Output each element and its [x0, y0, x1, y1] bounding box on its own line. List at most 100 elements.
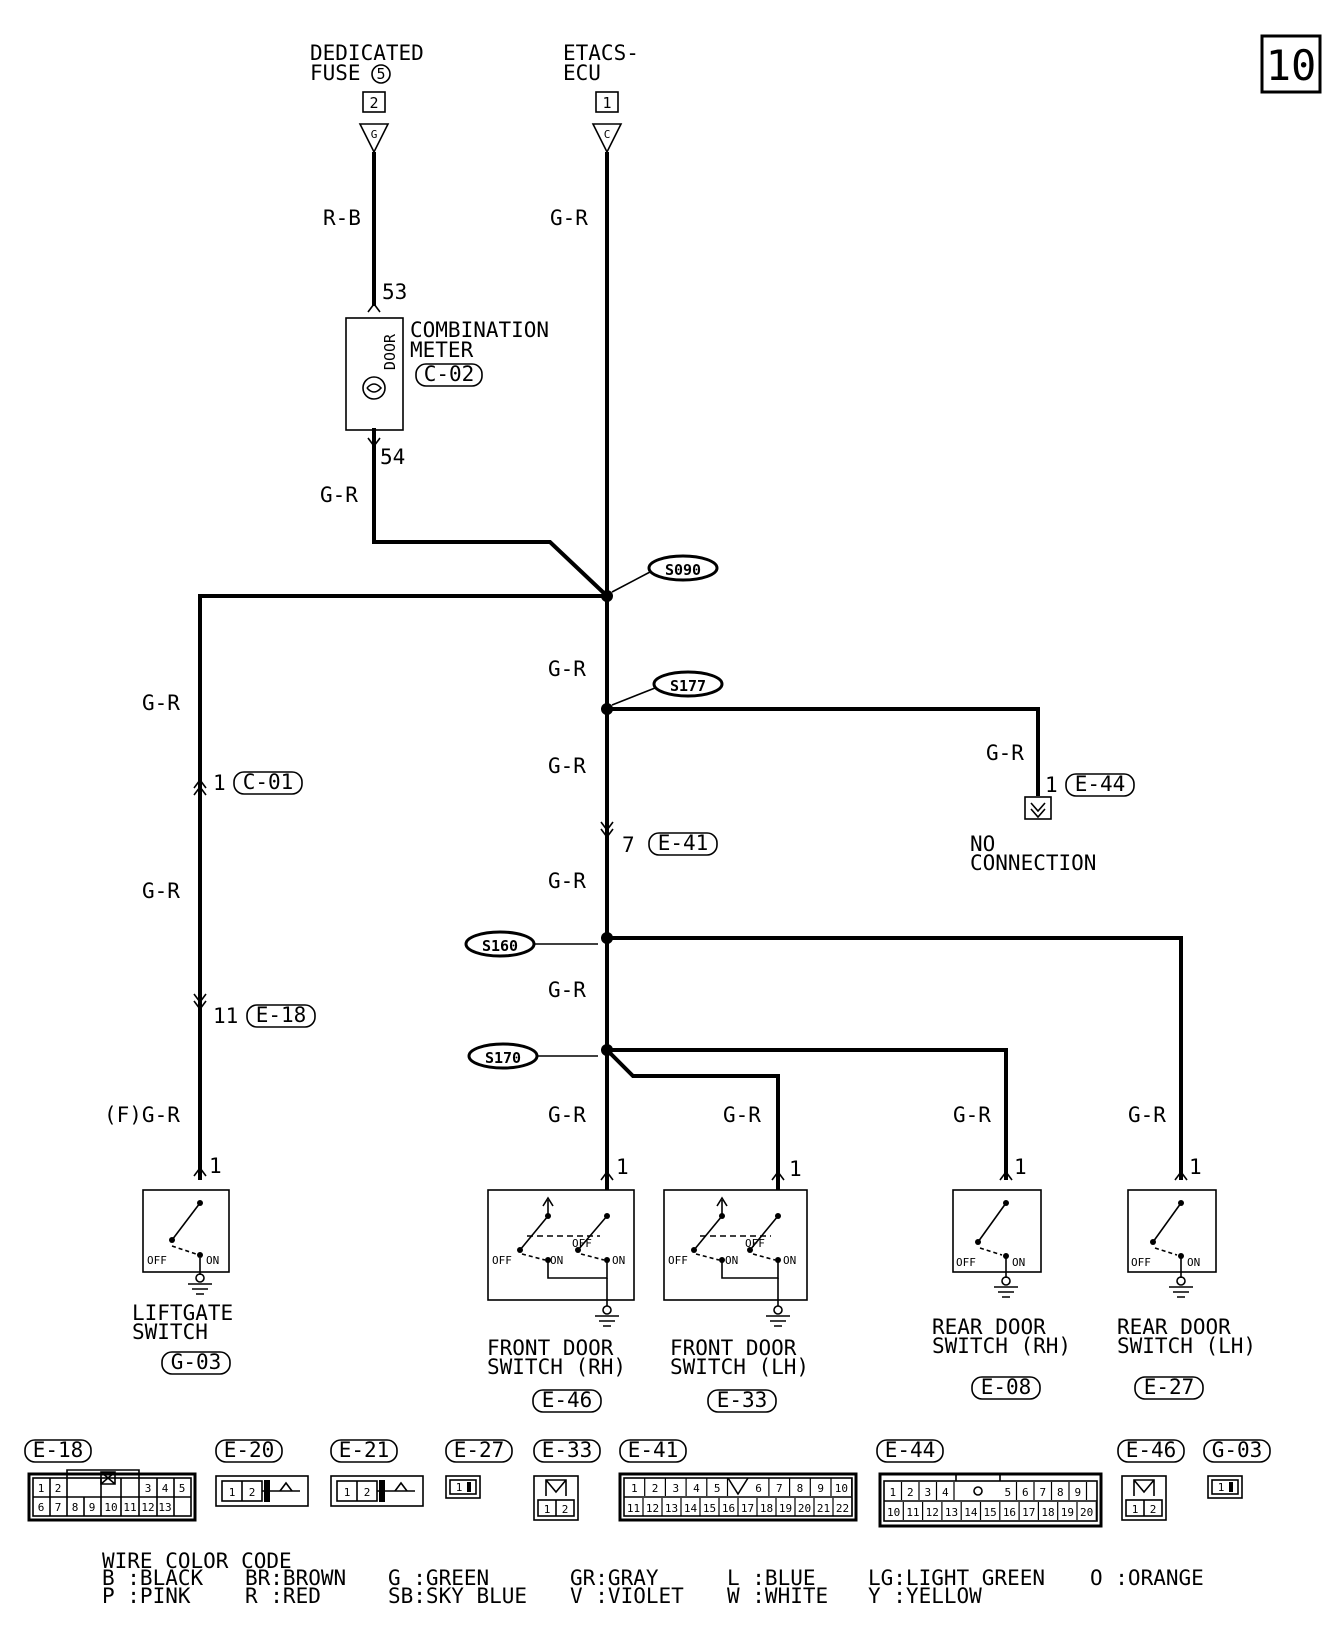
e41-pin-6: 6	[755, 1482, 762, 1495]
rear-lh-pin: 1	[1189, 1155, 1202, 1179]
svg-text:O :ORANGE: O :ORANGE	[1090, 1566, 1204, 1590]
inline-pin-c01: 1	[213, 771, 226, 795]
front-lh-label-line2: SWITCH (LH)	[670, 1355, 809, 1379]
fuse-label-line2: FUSE	[310, 61, 361, 85]
inline-pin-e41: 7	[622, 833, 635, 857]
e41-pin-20: 20	[798, 1502, 811, 1515]
wire-label-rb: R-B	[323, 206, 361, 230]
e44-pin-16: 16	[1003, 1506, 1016, 1519]
inline-connector-oval-e18	[246, 1004, 316, 1028]
splice-dot-s170	[601, 1044, 613, 1056]
e41-pin-14: 14	[684, 1502, 698, 1515]
fuse-pin-triangle	[358, 123, 390, 154]
e41-pin-22: 22	[836, 1502, 849, 1515]
liftgate-off: OFF	[147, 1254, 167, 1267]
inline-connector-e41: E-41	[658, 831, 709, 855]
wire-label-gr-rear-rh: G-R	[953, 1103, 991, 1127]
e20-pin-2: 2	[249, 1486, 256, 1499]
front-lh-on-mid: ON	[725, 1254, 738, 1267]
e44-pin-18: 18	[1041, 1506, 1054, 1519]
inline-connector-mark-e41	[600, 821, 614, 839]
splice-label-s177: S177	[670, 677, 706, 695]
inline-connector-oval-e41	[648, 832, 718, 856]
front-rh-label-line1: FRONT DOOR	[487, 1336, 614, 1360]
e41-pin-10: 10	[835, 1482, 848, 1495]
legend-label-e41: E-41	[628, 1438, 679, 1462]
svg-text:12: 12	[141, 1501, 154, 1514]
g03-pin-1: 1	[1218, 1481, 1225, 1494]
fuse-terminal-number: 2	[369, 94, 378, 112]
e44-pin-8: 8	[1057, 1486, 1064, 1499]
rear-rh-pin: 1	[1014, 1155, 1027, 1179]
e21-pin-2: 2	[364, 1486, 371, 1499]
rear-rh-connector-oval	[971, 1376, 1041, 1400]
e41-pin-8: 8	[797, 1482, 804, 1495]
front-lh-off-mid: OFF	[745, 1237, 765, 1250]
rear-rh-connector: E-08	[981, 1375, 1032, 1399]
meter-label-line1: COMBINATION	[410, 318, 549, 342]
svg-text:5: 5	[179, 1482, 186, 1495]
e46-pin-1: 1	[1132, 1503, 1139, 1516]
e21-pin-1: 1	[344, 1486, 351, 1499]
e41-pin-7: 7	[776, 1482, 783, 1495]
e41-pin-1: 1	[631, 1482, 638, 1495]
liftgate-connector-oval	[161, 1351, 231, 1375]
wire-paths	[198, 152, 1183, 1190]
front-rh-connector: E-46	[542, 1388, 593, 1412]
e44-pin-19: 19	[1061, 1506, 1074, 1519]
meter-connector: C-02	[424, 362, 475, 386]
svg-text:G :GREEN: G :GREEN	[388, 1566, 489, 1590]
fuse-number-circle	[371, 64, 391, 84]
fuse-label-line1: DEDICATED	[310, 41, 424, 65]
front-lh-pin: 1	[789, 1157, 802, 1181]
rear-rh-label-line1: REAR DOOR	[932, 1315, 1046, 1339]
e41-pin-12: 12	[646, 1502, 659, 1515]
e44-connector-face	[878, 1472, 1103, 1528]
svg-text:R :RED: R :RED	[245, 1584, 321, 1608]
splice-tag-s090	[647, 554, 719, 582]
e44-pin-3: 3	[924, 1486, 931, 1499]
e44-pin-6: 6	[1022, 1486, 1029, 1499]
meter-top-terminal-mark	[367, 302, 381, 313]
svg-text:GR:GRAY: GR:GRAY	[570, 1566, 659, 1590]
wire-label-gr-ecu: G-R	[550, 206, 588, 230]
svg-text:11: 11	[123, 1501, 136, 1514]
ecu-pin-triangle	[591, 123, 623, 154]
e44-pin-15: 15	[984, 1506, 997, 1519]
inline-connector-c01: C-01	[243, 770, 294, 794]
page-number-box	[1260, 34, 1322, 94]
front-rh-off-left: OFF	[492, 1254, 512, 1267]
svg-text:W :WHITE: W :WHITE	[727, 1584, 828, 1608]
svg-text:3: 3	[145, 1482, 152, 1495]
e41-pin-3: 3	[672, 1482, 679, 1495]
e41-pin-2: 2	[652, 1482, 659, 1495]
meter-bottom-terminal-mark	[367, 437, 381, 448]
e41-connector-face	[618, 1472, 858, 1522]
e44-pin-1: 1	[889, 1486, 896, 1499]
inline-pin-e18: 11	[213, 1004, 238, 1028]
e33-pin-2: 2	[562, 1503, 569, 1516]
e44-pin-5: 5	[1004, 1486, 1011, 1499]
front-rh-pin: 1	[616, 1155, 629, 1179]
front-rh-connector-oval	[532, 1389, 602, 1413]
svg-text:BR:BROWN: BR:BROWN	[245, 1566, 346, 1590]
front-lh-label-line1: FRONT DOOR	[670, 1336, 797, 1360]
e41-pin-17: 17	[741, 1502, 754, 1515]
svg-text:2: 2	[55, 1482, 62, 1495]
front-lh-on-right: ON	[783, 1254, 796, 1267]
ecu-terminal-box	[595, 91, 619, 113]
inline-connector-e18: E-18	[256, 1003, 307, 1027]
e44-pin-10: 10	[887, 1506, 900, 1519]
wire-label-gr-e44: G-R	[986, 741, 1024, 765]
e44-pin-7: 7	[1039, 1486, 1046, 1499]
door-indicator-lamp	[362, 376, 386, 400]
meter-pin-bottom: 54	[380, 445, 405, 469]
ecu-terminal-number: 1	[602, 94, 611, 112]
front-rh-off-mid: OFF	[572, 1237, 592, 1250]
lamp-filament	[366, 383, 383, 393]
e41-pin-11: 11	[627, 1502, 640, 1515]
combination-meter-box	[345, 317, 404, 431]
rear-rh-off: OFF	[956, 1256, 976, 1269]
